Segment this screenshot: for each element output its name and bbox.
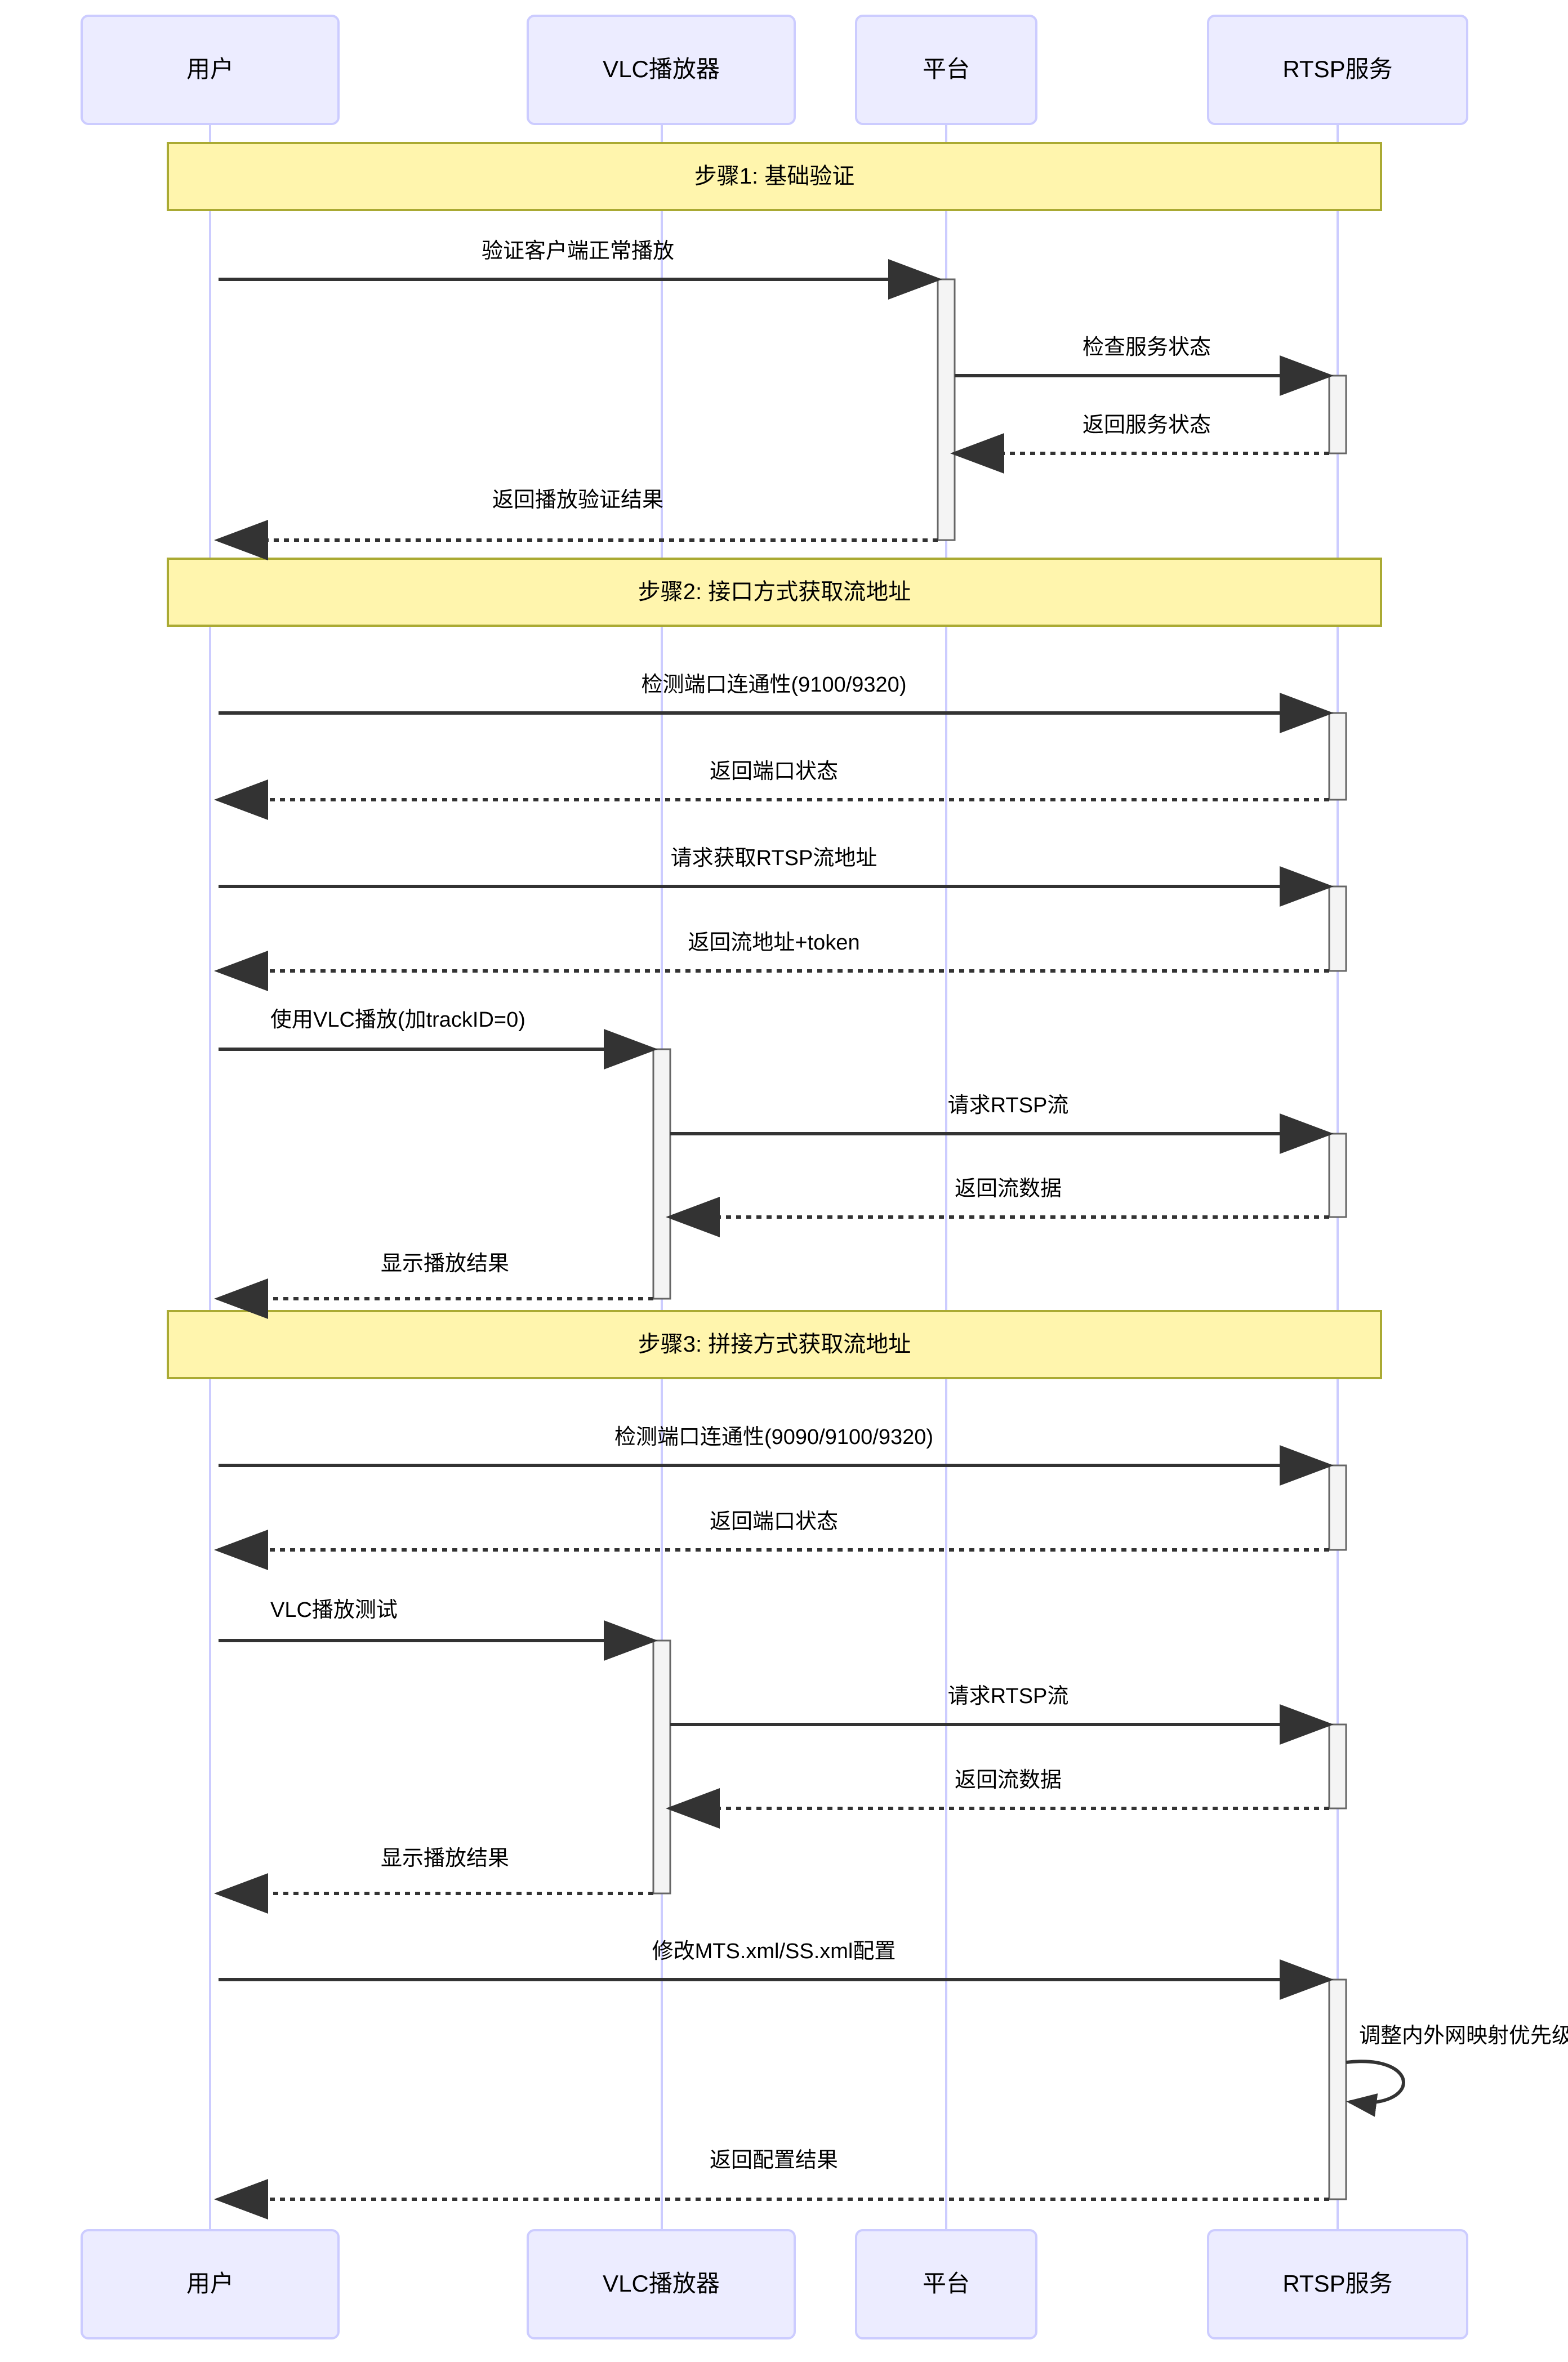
actor-label: 平台 [923, 2270, 970, 2297]
message-label: 请求RTSP流 [948, 1684, 1069, 1708]
message-label: 返回端口状态 [710, 760, 838, 783]
actor-platform-top[interactable]: 平台 [855, 15, 1037, 125]
self-message-loop-arrow [1346, 2060, 1405, 2117]
message-m4: 返回播放验证结果 [214, 488, 938, 560]
actor-box[interactable] [527, 2229, 796, 2339]
step-note-label: 步骤1: 基础验证 [694, 164, 854, 189]
message-label: 验证客户端正常播放 [482, 239, 674, 263]
message-m9: 使用VLC播放(加trackID=0) [219, 1008, 658, 1069]
self-message-label: 调整内外网映射优先级 [1359, 2024, 1568, 2048]
message-m8: 返回流地址+token [214, 931, 1329, 991]
message-label: 使用VLC播放(加trackID=0) [270, 1008, 525, 1032]
activation-bar-rtsp [1328, 1133, 1347, 1218]
actor-box[interactable] [527, 15, 796, 125]
actor-label: VLC播放器 [603, 56, 720, 82]
message-m18: 显示播放结果 [214, 1847, 653, 1914]
message-m20: 返回配置结果 [214, 2149, 1329, 2220]
actor-label: RTSP服务 [1282, 2270, 1392, 2297]
step-note-label: 步骤3: 拼接方式获取流地址 [638, 1332, 911, 1357]
message-label: 检测端口连通性(9090/9100/9320) [614, 1425, 933, 1449]
message-m3: 返回服务状态 [950, 413, 1329, 474]
message-label: 返回服务状态 [1083, 413, 1211, 437]
actor-platform-bottom[interactable]: 平台 [855, 2229, 1037, 2339]
actor-label: 用户 [186, 56, 234, 82]
step-note-background [167, 1310, 1382, 1379]
message-label: 检测端口连通性(9100/9320) [642, 673, 907, 697]
activation-bar-rtsp [1328, 375, 1347, 454]
message-m17: 返回流数据 [666, 1768, 1329, 1829]
actor-label: 平台 [923, 56, 970, 82]
step-note-1: 步骤1: 基础验证 [167, 142, 1382, 211]
step-note-inner-border [170, 561, 1379, 623]
step-note-inner-border [170, 1313, 1379, 1376]
message-label: 返回配置结果 [710, 2149, 838, 2172]
actor-rtsp-top[interactable]: RTSP服务 [1207, 15, 1468, 125]
activation-bar-rtsp [1328, 1978, 1347, 2200]
activation-bar-vlc [652, 1639, 671, 1895]
message-m2: 检查服务状态 [955, 336, 1334, 396]
message-label: 显示播放结果 [381, 1847, 509, 1870]
message-m5: 检测端口连通性(9100/9320) [219, 673, 1334, 733]
message-m13: 检测端口连通性(9090/9100/9320) [219, 1425, 1334, 1486]
message-m15: VLC播放测试 [219, 1598, 658, 1661]
actor-vlc-top[interactable]: VLC播放器 [527, 15, 796, 125]
activation-bar-vlc [652, 1048, 671, 1300]
message-label: 返回播放验证结果 [492, 488, 663, 512]
actor-box[interactable] [1207, 15, 1468, 125]
message-m10: 请求RTSP流 [670, 1094, 1334, 1154]
message-label: VLC播放测试 [270, 1598, 398, 1622]
activation-bar-rtsp [1328, 712, 1347, 801]
message-m19: 修改MTS.xml/SS.xml配置 [219, 1940, 1334, 2000]
message-m14: 返回端口状态 [214, 1510, 1329, 1570]
actor-label: VLC播放器 [603, 2270, 720, 2297]
message-label: 返回流数据 [955, 1768, 1062, 1792]
message-m1: 验证客户端正常播放 [219, 239, 942, 300]
step-note-label: 步骤2: 接口方式获取流地址 [638, 580, 911, 604]
actors-bottom-group: 用户 VLC播放器 平台 RTSP服务 [81, 2229, 1468, 2339]
actor-user-bottom[interactable]: 用户 [81, 2229, 340, 2339]
step-note-3: 步骤3: 拼接方式获取流地址 [167, 1310, 1382, 1379]
message-label: 请求获取RTSP流地址 [671, 846, 877, 870]
activation-bar-platform [937, 278, 956, 541]
message-label: 返回流地址+token [688, 931, 859, 955]
actor-label: 用户 [186, 2270, 234, 2297]
actor-vlc-bottom[interactable]: VLC播放器 [527, 2229, 796, 2339]
actor-box[interactable] [855, 2229, 1037, 2339]
message-m12: 显示播放结果 [214, 1252, 653, 1319]
message-label: 返回流数据 [955, 1177, 1062, 1201]
actor-box[interactable] [81, 2229, 340, 2339]
messages-group: 验证客户端正常播放检查服务状态返回服务状态返回播放验证结果检测端口连通性(910… [214, 239, 1568, 2220]
message-label: 检查服务状态 [1083, 336, 1211, 359]
step-note-background [167, 142, 1382, 211]
actor-label: RTSP服务 [1282, 56, 1392, 82]
activation-bar-rtsp [1328, 1723, 1347, 1810]
message-label: 修改MTS.xml/SS.xml配置 [652, 1940, 896, 1963]
actor-rtsp-bottom[interactable]: RTSP服务 [1207, 2229, 1468, 2339]
activations-group [652, 278, 1347, 2200]
step-note-background [167, 558, 1382, 627]
message-label: 显示播放结果 [381, 1252, 509, 1276]
step-note-inner-border [170, 145, 1379, 208]
message-m16: 请求RTSP流 [670, 1684, 1334, 1745]
activation-bar-rtsp [1328, 885, 1347, 972]
actor-box[interactable] [855, 15, 1037, 125]
self-message-m-loop: 调整内外网映射优先级 [1346, 2024, 1568, 2117]
message-m7: 请求获取RTSP流地址 [219, 846, 1334, 907]
actors-top-group: 用户 VLC播放器 平台 RTSP服务 [81, 15, 1468, 125]
message-m11: 返回流数据 [666, 1177, 1329, 1237]
actor-box[interactable] [81, 15, 340, 125]
step-note-2: 步骤2: 接口方式获取流地址 [167, 558, 1382, 627]
actor-box[interactable] [1207, 2229, 1468, 2339]
activation-bar-rtsp [1328, 1464, 1347, 1551]
actor-user-top[interactable]: 用户 [81, 15, 340, 125]
message-m6: 返回端口状态 [214, 760, 1329, 820]
message-label: 返回端口状态 [710, 1510, 838, 1534]
message-label: 请求RTSP流 [948, 1094, 1069, 1117]
